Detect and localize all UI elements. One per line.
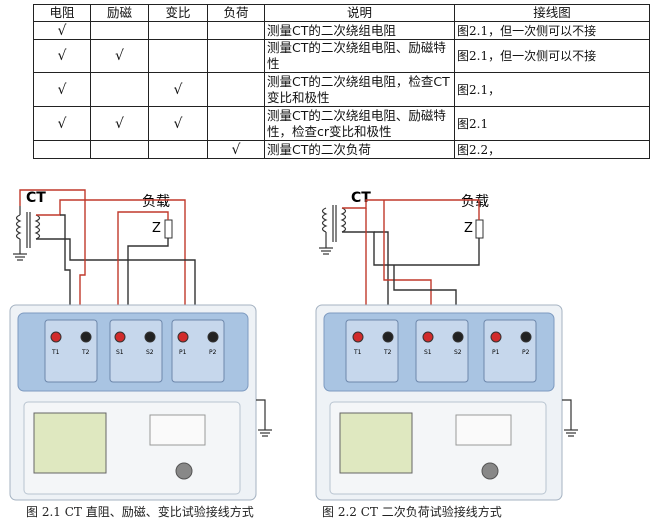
svg-text:S2: S2 (146, 349, 154, 356)
description-cell: 测量CT的二次绕组电阻 (264, 21, 455, 40)
check-cell: √ (33, 21, 91, 40)
ct-label: CT (351, 190, 371, 206)
header-ratio: 变比 (148, 4, 208, 22)
check-cell: √ (33, 106, 91, 141)
check-cell: √ (33, 39, 91, 73)
terminal-group-s: S1 S2 (415, 319, 469, 383)
description-cell: 测量CT的二次绕组电阻、励磁特性，检查cr变比和极性 (264, 106, 455, 141)
check-cell: √ (33, 72, 91, 107)
table-row: √ 测量CT的二次负荷 图2.2， (33, 140, 650, 159)
svg-text:P2: P2 (522, 349, 530, 356)
check-cell (207, 106, 265, 141)
table-row: √ √ 测量CT的二次绕组电阻，检查CT变比和极性 图2.1， (33, 72, 650, 107)
header-burden: 负荷 (207, 4, 265, 22)
check-cell: √ (148, 72, 208, 107)
check-cell: √ (90, 39, 149, 73)
svg-text:T1: T1 (353, 349, 362, 356)
check-cell: √ (90, 106, 149, 141)
header-excitation: 励磁 (90, 4, 149, 22)
check-cell (207, 39, 265, 73)
wiring-cell: 图2.1， (454, 72, 650, 107)
check-cell: √ (207, 140, 265, 159)
svg-text:P1: P1 (492, 349, 500, 356)
figure-2-2-caption: 图 2.2 CT 二次负荷试验接线方式 (322, 505, 502, 519)
svg-text:S2: S2 (454, 349, 462, 356)
wiring-cell: 图2.1，但一次侧可以不接 (454, 21, 650, 40)
z-label: Z (464, 221, 473, 236)
header-resistance: 电阻 (33, 4, 91, 22)
figure-2-1: CT 负载 Z T1 T2 (0, 170, 320, 515)
table-row: √ √ 测量CT的二次绕组电阻、励磁特性 图2.1，但一次侧可以不接 (33, 39, 650, 73)
terminal-group-s: S1 S2 (109, 319, 163, 383)
load-label: 负载 (142, 194, 170, 210)
ct-label: CT (26, 190, 46, 206)
check-cell (148, 39, 208, 73)
svg-text:T2: T2 (383, 349, 392, 356)
terminal-group-p: P1 P2 (171, 319, 225, 383)
table-row: √ √ √ 测量CT的二次绕组电阻、励磁特性，检查cr变比和极性 图2.1 (33, 106, 650, 141)
terminal-group-p: P1 P2 (483, 319, 537, 383)
check-cell (90, 140, 149, 159)
ground-icon (562, 399, 578, 437)
check-cell (148, 140, 208, 159)
svg-text:P1: P1 (179, 349, 187, 356)
check-cell (33, 140, 91, 159)
ct-transformer-icon (319, 205, 347, 255)
printer-slot (455, 414, 512, 446)
load-impedance-icon (475, 219, 484, 239)
lcd-screen (339, 412, 413, 474)
check-cell (90, 21, 149, 40)
figure-2-1-caption: 图 2.1 CT 直阻、励磁、变比试验接线方式 (26, 505, 254, 519)
ground-icon (256, 399, 272, 437)
terminal-group-t: T1 T2 (44, 319, 98, 383)
check-cell: √ (148, 106, 208, 141)
svg-text:T2: T2 (81, 349, 90, 356)
svg-text:P2: P2 (209, 349, 217, 356)
wiring-cell: 图2.1 (454, 106, 650, 141)
wiring-lines (19, 189, 196, 350)
description-cell: 测量CT的二次绕组电阻，检查CT变比和极性 (264, 72, 455, 107)
rotary-knob (481, 462, 499, 480)
figure-2-1-diagram: CT 负载 Z T1 T2 (9, 189, 272, 501)
table-header-row: 电阻 励磁 变比 负荷 说明 接线图 (33, 4, 650, 22)
header-description: 说明 (264, 4, 455, 22)
svg-text:S1: S1 (116, 349, 124, 356)
description-cell: 测量CT的二次负荷 (264, 140, 455, 159)
check-cell (148, 21, 208, 40)
load-label: 负载 (461, 194, 489, 210)
svg-text:T1: T1 (51, 349, 60, 356)
figure-2-2-diagram: CT 负载 Z T1 T2 (315, 190, 578, 501)
terminal-group-t: T1 T2 (345, 319, 399, 383)
wiring-table: 电阻 励磁 变比 负荷 说明 接线图 √ 测量CT的二次绕组电阻 图2.1，但一… (33, 4, 650, 159)
rotary-knob (175, 462, 193, 480)
wiring-cell: 图2.1，但一次侧可以不接 (454, 39, 650, 73)
table-row: √ 测量CT的二次绕组电阻 图2.1，但一次侧可以不接 (33, 21, 650, 40)
svg-text:S1: S1 (424, 349, 432, 356)
ct-transformer-icon (13, 206, 41, 261)
check-cell (207, 72, 265, 107)
lcd-screen (33, 412, 107, 474)
load-impedance-icon (164, 219, 173, 239)
check-cell (90, 72, 149, 107)
wiring-cell: 图2.2， (454, 140, 650, 159)
printer-slot (149, 414, 206, 446)
header-wiring-diagram: 接线图 (454, 4, 650, 22)
check-cell (207, 21, 265, 40)
description-cell: 测量CT的二次绕组电阻、励磁特性 (264, 39, 455, 73)
z-label: Z (152, 221, 161, 236)
figure-2-2: CT 负载 Z T1 T2 (306, 170, 626, 515)
